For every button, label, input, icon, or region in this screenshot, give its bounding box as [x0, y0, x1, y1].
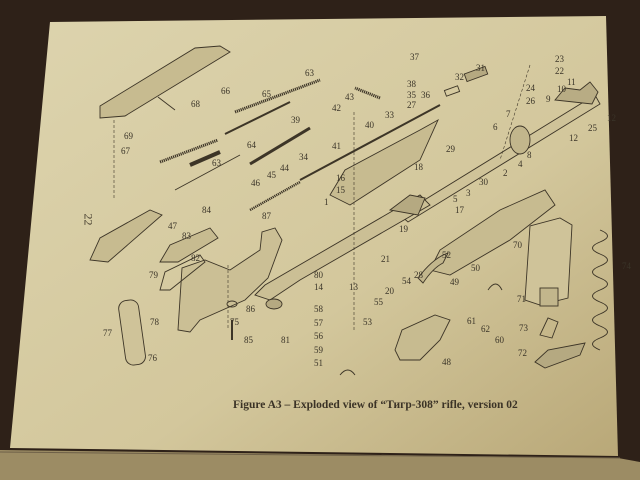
callout-label: 11 — [567, 77, 576, 87]
callout-label: 49 — [450, 277, 459, 287]
callout-label: 61 — [467, 316, 476, 326]
callout-label: 63 — [305, 68, 314, 78]
callout-label: 12 — [607, 113, 616, 123]
callout-label: 1 — [324, 197, 329, 207]
callout-label: 84 — [202, 205, 211, 215]
callout-label: 68 — [191, 99, 200, 109]
callout-label: 13 — [349, 282, 358, 292]
callout-label: 87 — [262, 211, 271, 221]
callout-label: 55 — [374, 297, 383, 307]
callout-label: 12 — [569, 133, 578, 143]
callout-label: 77 — [103, 328, 112, 338]
callout-label: 8 — [527, 150, 532, 160]
callout-label: 65 — [262, 89, 271, 99]
callout-label: 45 — [267, 170, 276, 180]
callout-label: 70 — [513, 240, 522, 250]
callout-label: 54 — [402, 276, 411, 286]
callout-label: 71 — [517, 294, 526, 304]
callout-label: 57 — [314, 318, 323, 328]
callout-label: 41 — [332, 141, 341, 151]
callout-label: 76 — [148, 353, 157, 363]
callout-label: 38 — [407, 79, 416, 89]
callout-label: 56 — [314, 331, 323, 341]
callout-label: 19 — [399, 224, 408, 234]
page-number: 22 — [81, 213, 96, 226]
callout-label: 62 — [481, 324, 490, 334]
callout-label: 53 — [363, 317, 372, 327]
callout-label: 29 — [446, 144, 455, 154]
callout-label: 75 — [230, 317, 239, 327]
callout-label: 16 — [336, 173, 345, 183]
callout-label: 82 — [191, 253, 200, 263]
callout-label: 3 — [466, 188, 471, 198]
callout-label: 40 — [365, 120, 374, 130]
callout-label: 80 — [314, 270, 323, 280]
callout-label: 73 — [519, 323, 528, 333]
callout-label: 4 — [518, 159, 523, 169]
callout-label: 30 — [479, 177, 488, 187]
callout-label: 66 — [221, 86, 230, 96]
callout-label: 26 — [526, 96, 535, 106]
callout-label: 44 — [280, 163, 289, 173]
callout-label: 69 — [124, 131, 133, 141]
exploded-diagram — [89, 45, 608, 376]
callout-label: 46 — [251, 178, 260, 188]
callout-label: 34 — [299, 152, 308, 162]
callout-label: 59 — [314, 345, 323, 355]
callout-label: 63 — [212, 158, 221, 168]
callout-label: 81 — [281, 335, 290, 345]
callout-label: 43 — [345, 92, 354, 102]
callout-label: 9 — [546, 94, 551, 104]
callout-label: 36 — [421, 90, 430, 100]
callout-label: 72 — [518, 348, 527, 358]
callout-label: 48 — [442, 357, 451, 367]
callout-label: 85 — [244, 335, 253, 345]
callout-label: 37 — [410, 52, 419, 62]
callout-label: 25 — [588, 123, 597, 133]
callout-label: 32 — [455, 72, 464, 82]
callout-label: 51 — [314, 358, 323, 368]
callout-label: 18 — [414, 162, 423, 172]
callout-label: 7 — [506, 109, 511, 119]
callout-label: 14 — [314, 282, 323, 292]
callout-label: 22 — [555, 66, 564, 76]
callout-label: 15 — [336, 185, 345, 195]
callout-label: 21 — [381, 254, 390, 264]
callout-label: 20 — [385, 286, 394, 296]
callout-label: 67 — [121, 146, 130, 156]
document-page — [10, 16, 618, 456]
callout-label: 64 — [247, 140, 256, 150]
callout-label: 79 — [149, 270, 158, 280]
callout-label: 50 — [471, 263, 480, 273]
callout-label: 10 — [557, 84, 566, 94]
callout-label: 52 — [442, 250, 451, 260]
callout-label: 28 — [414, 270, 423, 280]
callout-label: 58 — [314, 304, 323, 314]
callout-label: 86 — [246, 304, 255, 314]
callout-label: 60 — [495, 335, 504, 345]
callout-label: 24 — [526, 83, 535, 93]
callout-label: 17 — [455, 205, 464, 215]
callout-label: 23 — [555, 54, 564, 64]
callout-label: 5 — [453, 194, 458, 204]
callout-label: 74 — [622, 261, 631, 271]
callout-label: 6 — [493, 122, 498, 132]
callout-label: 42 — [332, 103, 341, 113]
callout-label: 31 — [476, 63, 485, 73]
figure-caption: Figure A3 – Exploded view of “Тигр-308” … — [233, 399, 518, 411]
underlying-page — [0, 450, 640, 480]
callout-label: 2 — [503, 168, 508, 178]
callout-label: 33 — [385, 110, 394, 120]
callout-label: 83 — [182, 231, 191, 241]
callout-label: 39 — [291, 115, 300, 125]
callout-label: 27 — [407, 100, 416, 110]
callout-label: 35 — [407, 90, 416, 100]
callout-label: 78 — [150, 317, 159, 327]
callout-label: 47 — [168, 221, 177, 231]
